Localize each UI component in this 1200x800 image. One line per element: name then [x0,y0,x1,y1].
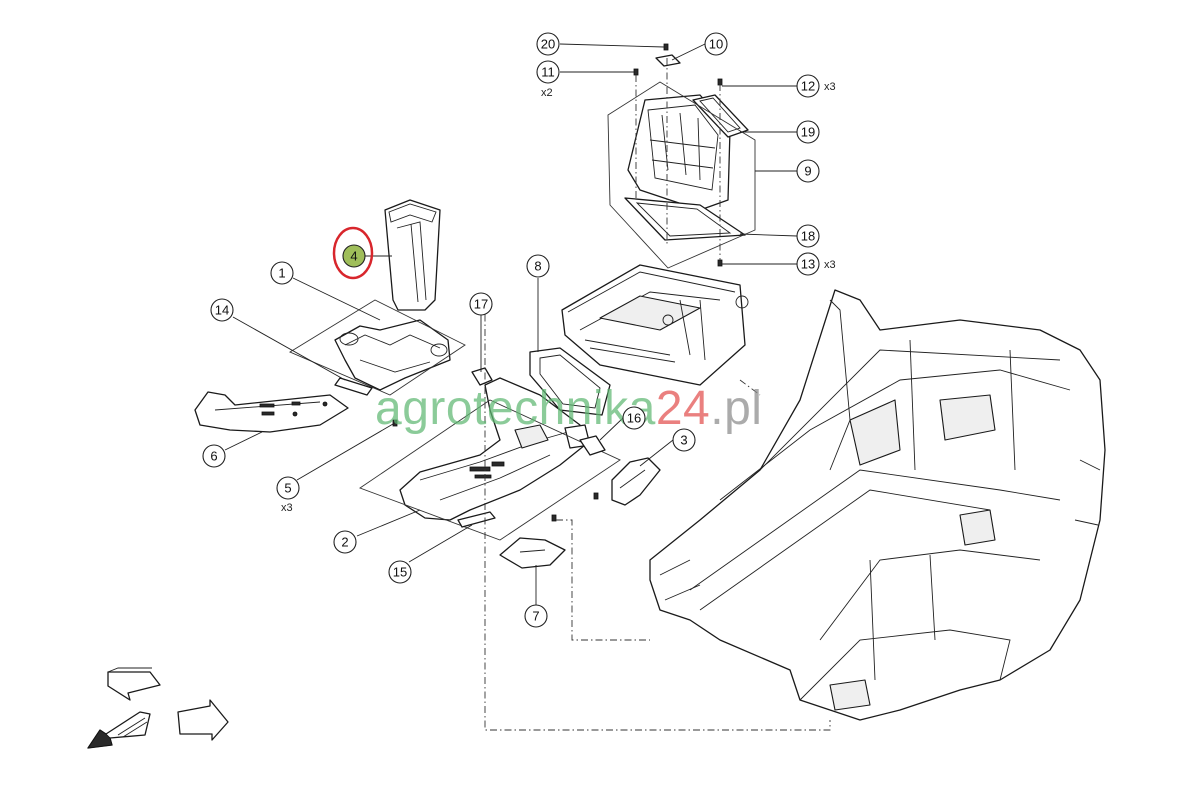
duct-1 [334,319,451,391]
callout-20: 20 [536,32,560,56]
view-arrow-icon [177,699,229,741]
callout-qty: x3 [824,81,836,93]
callout-16: 16 [622,406,646,430]
vent-7 [499,537,566,569]
callout-17: 17 [469,292,493,316]
callout-qty: x2 [541,87,553,99]
screw-5 [392,419,398,427]
filter-frame-box [607,81,756,269]
callout-14: 14 [210,298,234,322]
callout-label: 18 [801,229,815,244]
callout-3: 3 [672,428,696,452]
mat-6 [194,391,349,433]
callout-label: 12 [801,79,815,94]
callout-11: 11 x2 [536,60,560,99]
callout-label: 4 [350,249,357,264]
heater-blower-unit [561,264,749,386]
view-arrow-icon [107,667,161,701]
filter-19 [692,94,749,138]
screw-3 [593,492,599,500]
callout-7: 7 [524,604,548,628]
highlight-ring [332,226,374,280]
callout-6: 6 [202,444,226,468]
callout-label: 14 [215,303,229,318]
seal-15 [457,511,496,528]
seal-14 [334,377,373,396]
callout-label: 20 [541,37,555,52]
callout-label: 17 [474,297,488,312]
callout-label: 2 [341,535,348,550]
callout-8: 8 [526,254,550,278]
watermark-green: agrotechnika [375,382,656,435]
callout-qty: x3 [824,259,836,271]
clip-10 [655,54,681,67]
vent-3 [611,457,661,506]
callout-9: 9 [796,159,820,183]
callout-15: 15 [388,560,412,584]
cab-floor-frame [649,289,1106,721]
callout-label: 15 [393,565,407,580]
seal-16 [579,435,606,456]
callout-2: 2 [333,530,357,554]
callout-label: 13 [801,257,815,272]
callout-label: 16 [627,411,641,426]
callout-10: 10 [704,32,728,56]
callout-label: 3 [680,433,687,448]
assembly-lines [484,58,831,731]
watermark-grey: .pl [710,382,762,435]
callout-label: 8 [534,259,541,274]
callout-1: 1 [270,261,294,285]
callout-12: 12 x3 [796,74,836,98]
seal-8 [529,347,611,416]
callout-label: 9 [804,164,811,179]
callout-label: 19 [801,125,815,140]
callout-5: 5 x3 [276,476,300,514]
watermark-red: 24 [656,382,710,435]
callout-qty: x3 [281,502,293,514]
callout-13: 13 x3 [796,252,836,276]
callout-label: 5 [284,481,291,496]
screw-7 [551,514,557,522]
callout-label: 11 [541,65,555,80]
duct-4 [384,199,441,311]
watermark: agrotechnika24.pl [375,382,762,435]
front-direction-arrow-icon [87,711,151,749]
callout-19: 19 [796,120,820,144]
frame-1 [289,299,466,396]
callout-label: 7 [532,609,539,624]
callout-label: 6 [210,449,217,464]
callout-label: 10 [709,37,723,52]
callout-label: 1 [278,266,285,281]
callout-4-highlighted: 4 [332,226,374,280]
callout-18: 18 [796,224,820,248]
frame-2 [359,399,621,541]
leader-lines [224,43,798,606]
filter-18 [624,197,746,241]
